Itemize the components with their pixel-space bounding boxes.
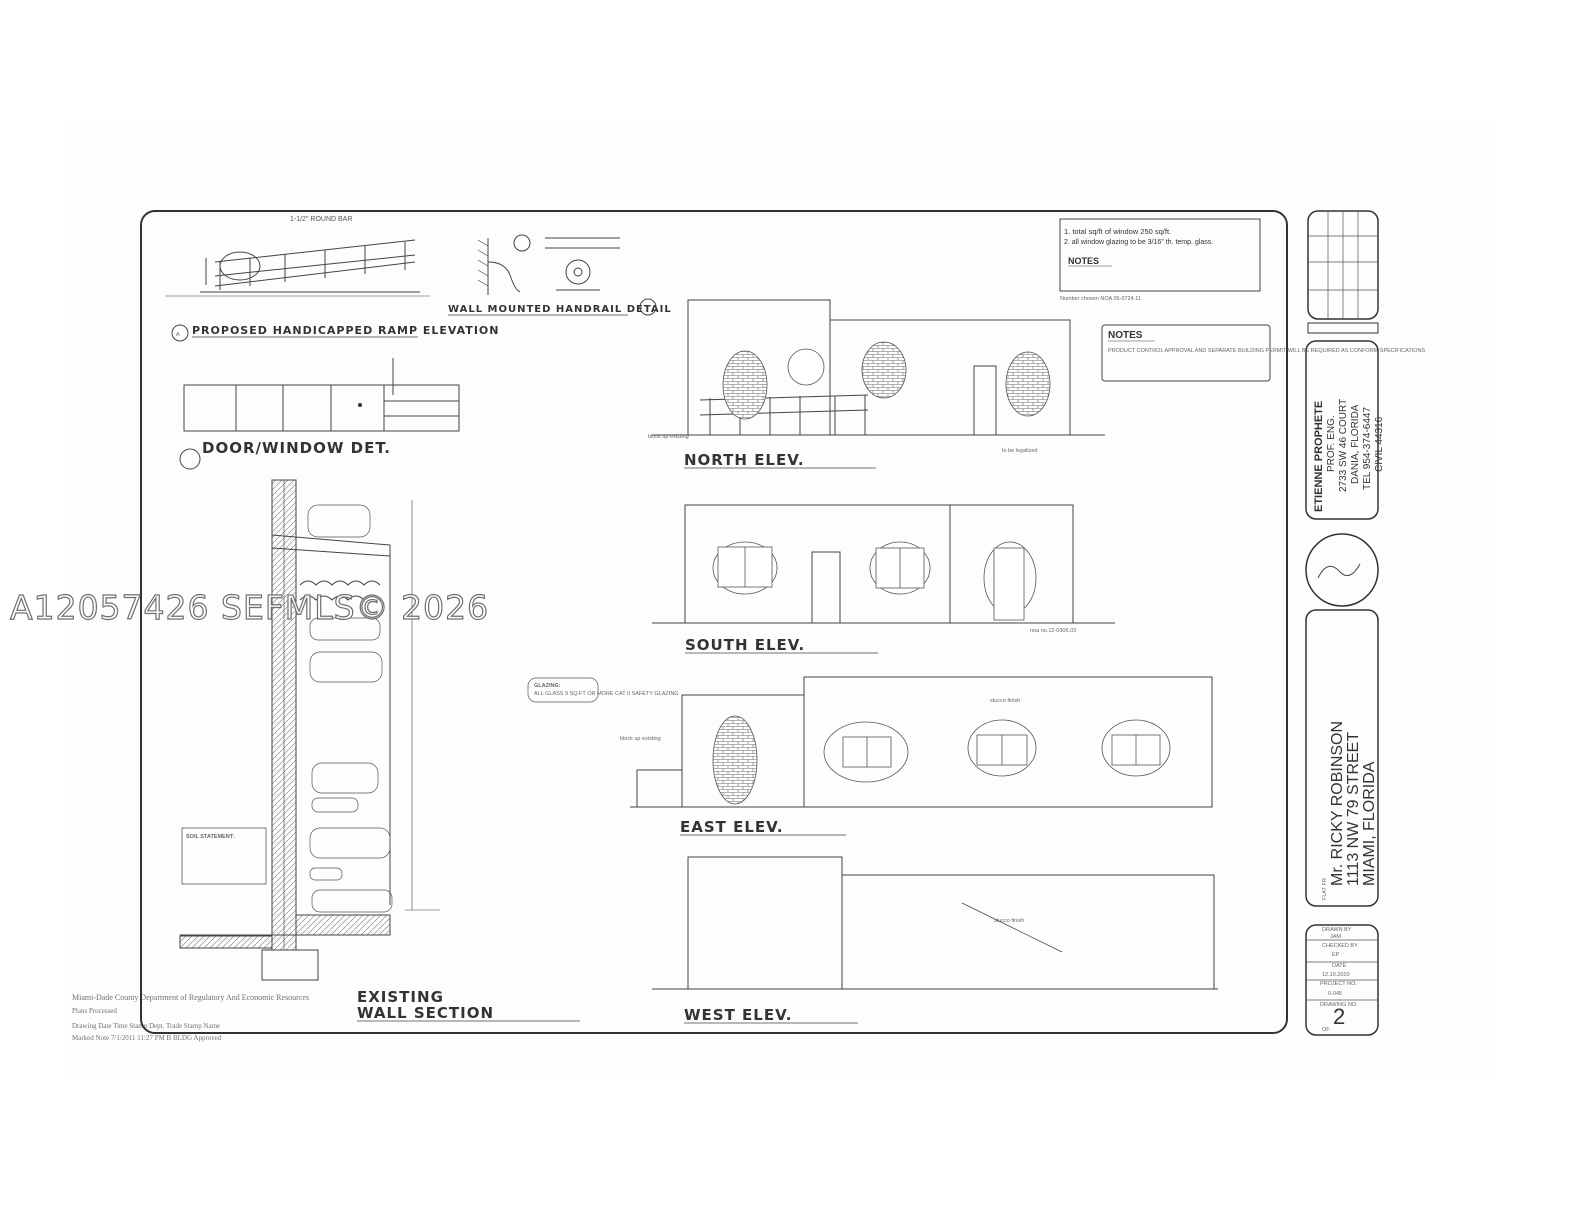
checked-value: EP	[1332, 952, 1340, 958]
engineer-name: ETIENNE PROPHETE	[1313, 401, 1325, 512]
soil-statement: SOIL STATEMENT:	[181, 827, 267, 885]
notes-1-line1: 1. total sq/ft of window 250 sq/ft.	[1064, 227, 1171, 236]
engineer-city: DANIA, FLORIDA	[1350, 404, 1361, 484]
drawn-label: DRAWN BY	[1322, 927, 1352, 933]
south-noa-label: noa no.12-0306.03	[1030, 628, 1076, 634]
ramp-title: PROPOSED HANDICAPPED RAMP ELEVATION	[192, 324, 499, 337]
door-window-title-group: DOOR/WINDOW DET.	[179, 439, 391, 470]
north-elevation	[652, 299, 1105, 436]
east-windows	[712, 715, 1171, 805]
west-elevation	[652, 856, 1218, 990]
glazing-note: GLAZING: ALL GLASS 9 SQ.FT OR MORE CAT I…	[527, 677, 679, 703]
stamp-line-4: Marked Note 7/1/2011 11:27 PM B BLDG App…	[72, 1034, 222, 1042]
wall-section-title-2: WALL SECTION	[357, 1004, 494, 1022]
east-stucco-label: stucco finish	[990, 698, 1020, 704]
engineer-block: ETIENNE PROPHETE PROF. ENG. 2733 SW 46 C…	[1313, 399, 1385, 512]
stamp-line-2: Plans Processed	[72, 1007, 117, 1015]
checked-label: CHECKED BY	[1322, 943, 1358, 949]
east-elevation	[630, 676, 1213, 808]
date-value: 12.10.2010	[1322, 972, 1350, 978]
client-label: FLAT FR.	[1322, 876, 1328, 900]
engineer-signature	[1317, 563, 1361, 579]
soil-statement-label: SOIL STATEMENT:	[186, 834, 234, 840]
project-value: 0-045	[1328, 991, 1342, 997]
east-elev-title: EAST ELEV.	[680, 818, 784, 836]
ramp-elevation	[165, 239, 430, 297]
titleblock-fields: DRAWN BY JAM CHECKED BY EP DATE 12.10.20…	[1306, 927, 1378, 1033]
glazing-label: GLAZING:	[534, 683, 561, 689]
south-elevation	[652, 504, 1115, 624]
drawing-border	[140, 210, 1288, 1034]
south-windows	[712, 541, 1037, 621]
notes-1-heading: NOTES	[1068, 256, 1099, 266]
engineer-tel: TEL 954-374-6447	[1362, 407, 1373, 490]
stamp-line-1: Miami-Dade County Department of Regulato…	[72, 993, 309, 1002]
notes-box-2: NOTES PRODUCT CONTROL APPROVAL AND SEPAR…	[1101, 324, 1426, 382]
department-stamp: Miami-Dade County Department of Regulato…	[72, 993, 309, 1042]
client-city: MIAMI, FLORIDA	[1361, 761, 1378, 886]
door-window-title: DOOR/WINDOW DET.	[202, 439, 391, 457]
notes-1-line2: 2. all window glazing to be 3/16" th. te…	[1064, 239, 1213, 246]
client-block: FLAT FR. Mr. RICKY ROBINSON 1113 NW 79 S…	[1322, 721, 1378, 900]
handrail-detail	[477, 234, 620, 295]
wall-section-notes	[307, 504, 393, 913]
wall-section-title-group: EXISTING WALL SECTION	[357, 988, 580, 1022]
handrail-title-group: WALL MOUNTED HANDRAIL DETAIL 1	[448, 298, 672, 316]
west-stucco-label: stucco finish	[994, 918, 1024, 924]
glazing-text: ALL GLASS 9 SQ.FT OR MORE CAT II SAFETY …	[534, 691, 679, 697]
engineer-address: 2733 SW 46 COURT	[1338, 399, 1349, 492]
notes-box-1: 1. total sq/ft of window 250 sq/ft. 2. a…	[1059, 218, 1261, 302]
sheet-label: DRAWING NO.	[1320, 1002, 1358, 1008]
ramp-callout: A	[176, 332, 180, 338]
client-address: 1113 NW 79 STREET	[1345, 732, 1362, 886]
handrail-title: WALL MOUNTED HANDRAIL DETAIL	[448, 304, 672, 315]
engineer-title: PROF. ENG.	[1326, 415, 1337, 472]
revision-grid	[1308, 211, 1378, 319]
client-name: Mr. RICKY ROBINSON	[1329, 721, 1346, 886]
project-label: PROJECT NO.	[1320, 981, 1357, 987]
north-block-label: block up existing	[648, 434, 689, 440]
north-legalized-label: to be legalized	[1002, 448, 1037, 454]
wall-section-title-1: EXISTING	[357, 988, 444, 1006]
notes-2-heading: NOTES	[1108, 330, 1143, 341]
sheet-of: OF	[1322, 1027, 1330, 1033]
date-label: DATE	[1332, 963, 1347, 969]
north-elev-title: NORTH ELEV.	[684, 451, 805, 469]
ramp-note: 1-1/2" ROUND BAR	[290, 216, 352, 223]
wall-section	[179, 479, 440, 981]
drawn-value: JAM	[1330, 934, 1341, 940]
notes-2-body: PRODUCT CONTROL APPROVAL AND SEPARATE BU…	[1108, 348, 1426, 354]
sheet-number: 2	[1333, 1004, 1345, 1029]
notes-1-footer: Number chosen NOA 05-0724.11	[1060, 296, 1141, 302]
mls-watermark: A12057426 SEFMLS© 2026	[9, 587, 490, 627]
stamp-line-3: Drawing Date Time Stamp Dept. Trade Stam…	[72, 1022, 220, 1030]
engineer-license: CIVIL 44316	[1374, 416, 1385, 472]
south-elev-title: SOUTH ELEV.	[685, 636, 805, 654]
handrail-callout: 1	[645, 306, 648, 312]
north-brick-patches	[722, 341, 1051, 420]
west-elev-title: WEST ELEV.	[684, 1006, 792, 1024]
east-block-label: block up existing	[620, 736, 661, 742]
door-window-detail	[183, 358, 460, 432]
ramp-title-group: A PROPOSED HANDICAPPED RAMP ELEVATION	[171, 324, 499, 342]
